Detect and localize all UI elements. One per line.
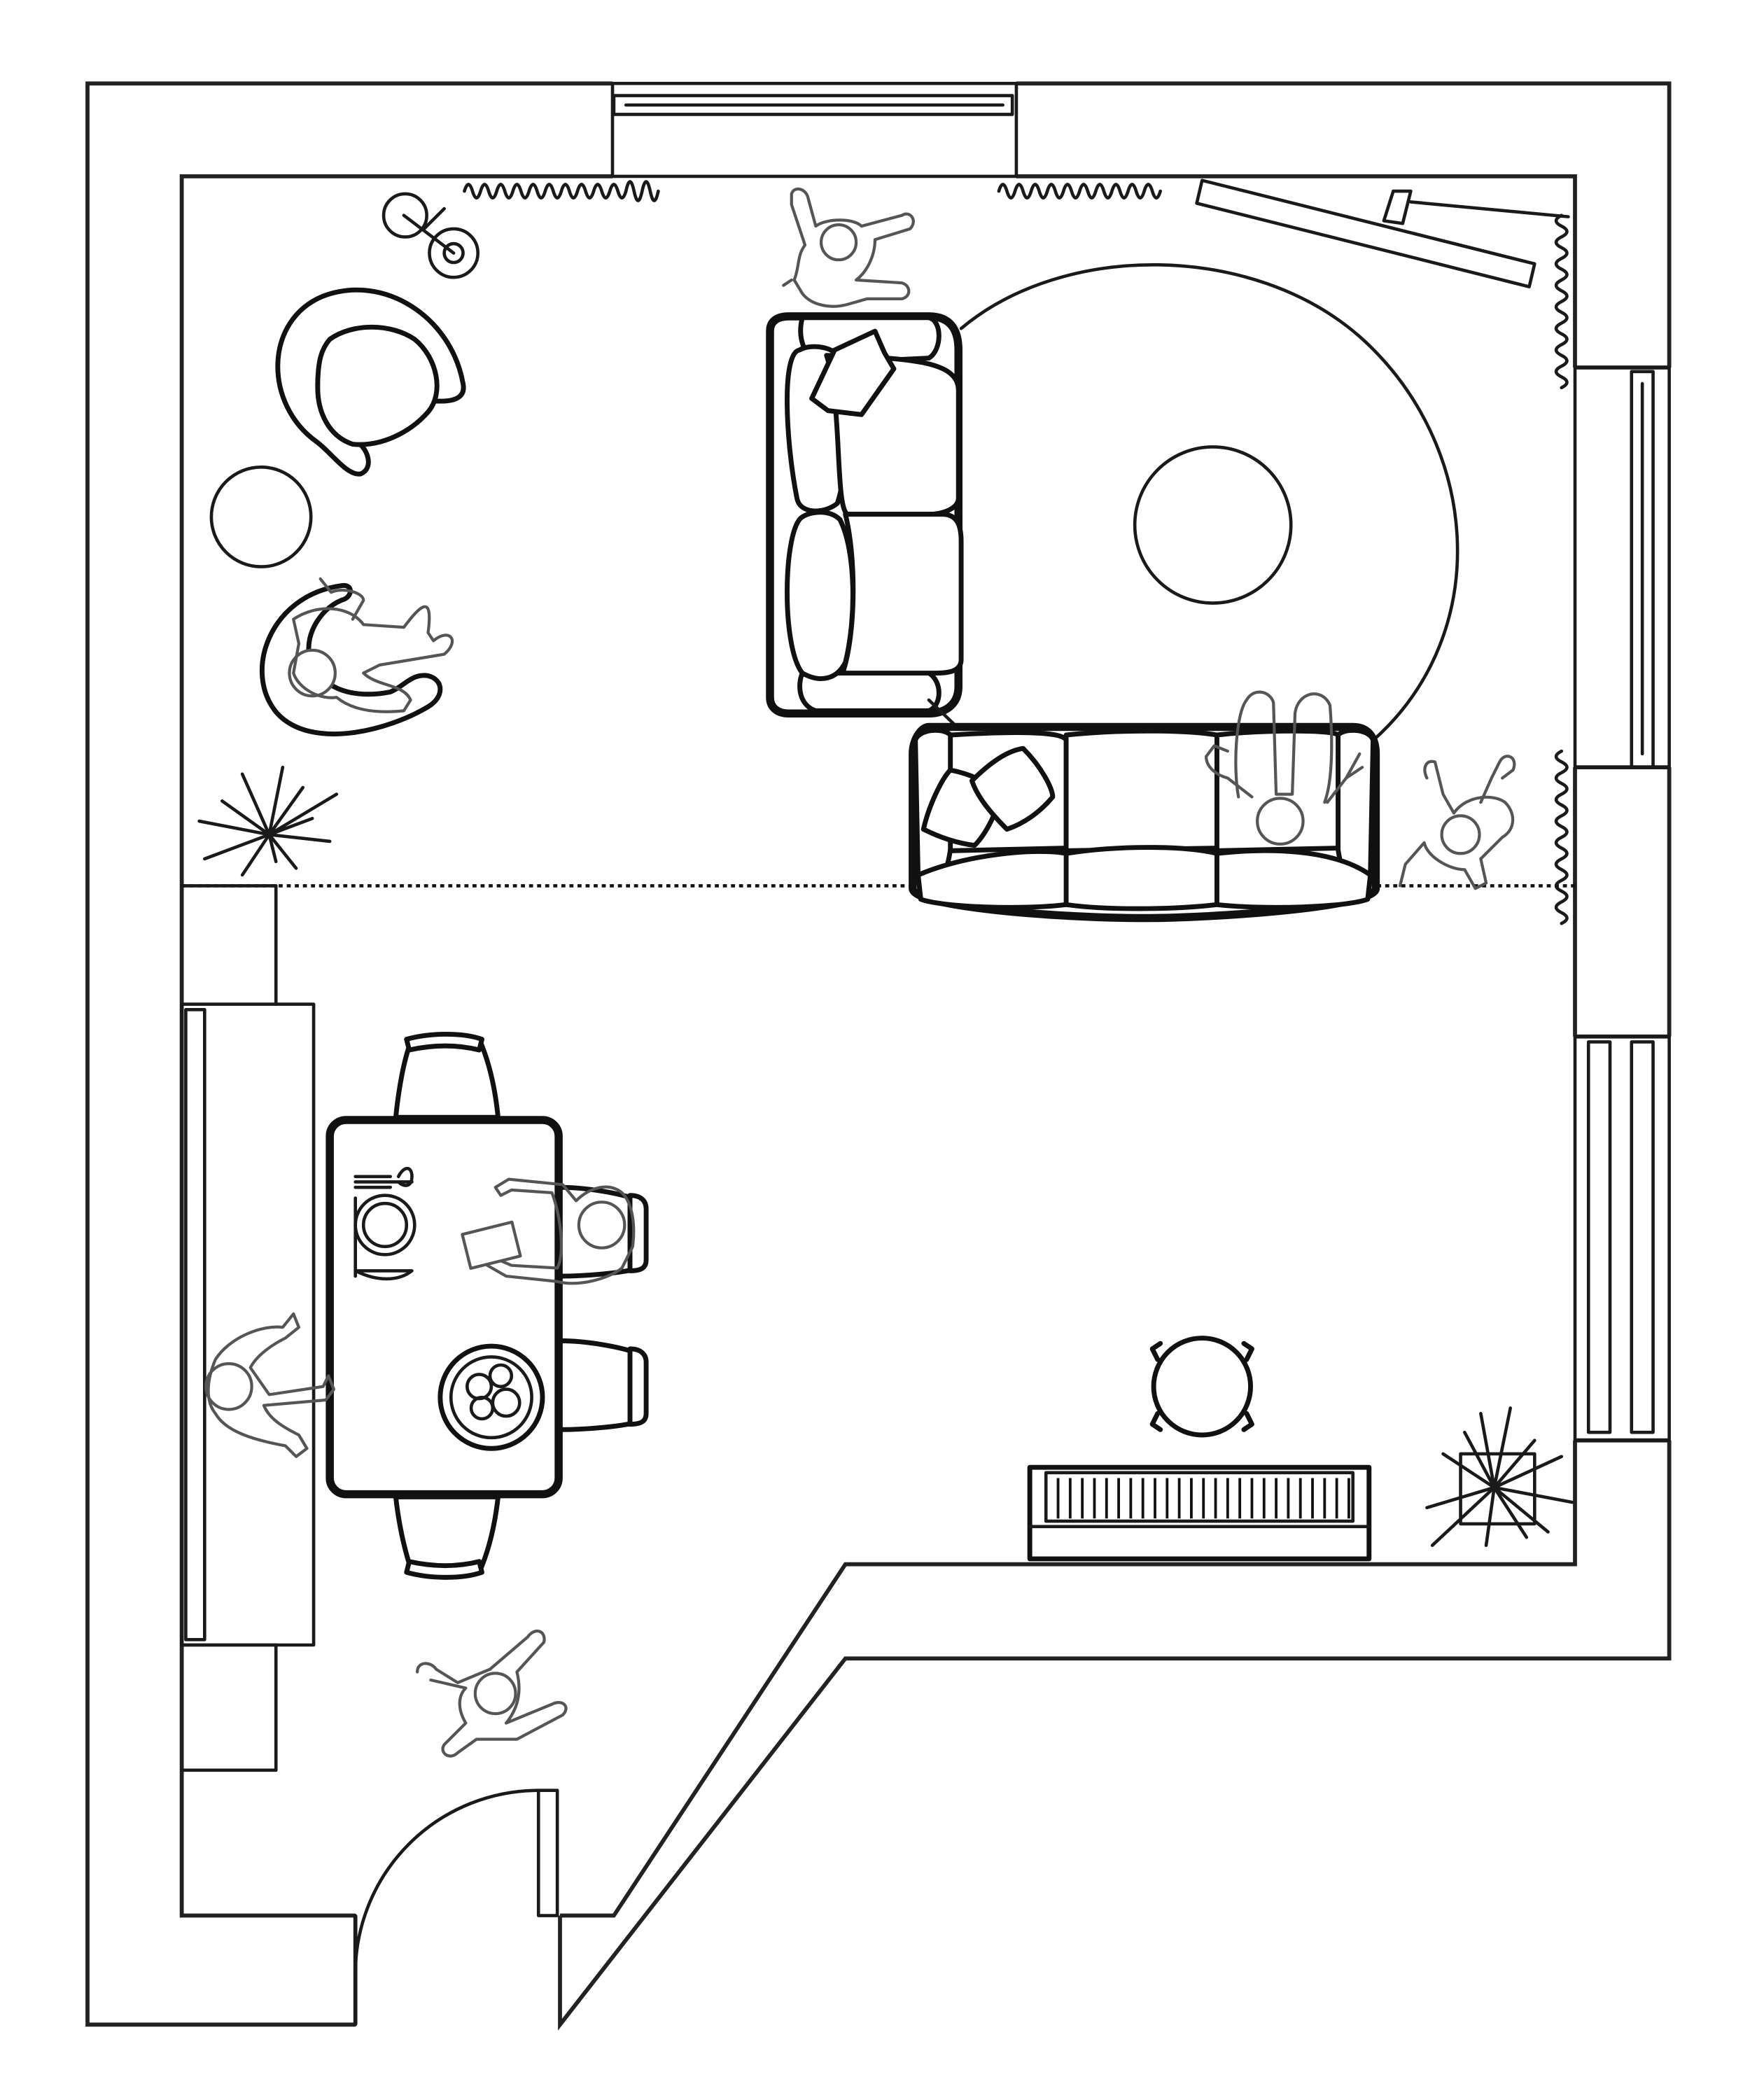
plant-icon xyxy=(197,765,339,877)
piano-stool-icon xyxy=(1149,1336,1254,1438)
person-icon xyxy=(782,187,915,308)
outer-wall-top-right xyxy=(1016,81,1672,368)
sofa-icon xyxy=(766,312,964,718)
person-icon xyxy=(461,1177,636,1285)
chair-icon xyxy=(393,1032,500,1120)
chair-icon xyxy=(557,1338,649,1432)
piano-icon xyxy=(1027,1464,1372,1562)
window-icon xyxy=(1573,365,1671,769)
person-icon xyxy=(1204,690,1364,846)
window-icon xyxy=(610,81,1018,178)
outer-wall xyxy=(85,81,612,2027)
chair-icon xyxy=(393,1494,500,1580)
door-icon xyxy=(354,1788,559,2026)
coffee-table xyxy=(1133,445,1293,605)
inner-wall-bottom-right xyxy=(560,1440,1577,1918)
inner-wall-top-right xyxy=(1016,174,1577,368)
window-icon xyxy=(1573,1035,1671,1442)
person-icon xyxy=(416,1629,568,1758)
person-icon xyxy=(1398,755,1516,890)
person-icon xyxy=(204,1312,336,1458)
armchair-icon xyxy=(275,287,466,477)
outer-wall-bottom-right xyxy=(558,1440,1672,2031)
curtain-icon xyxy=(463,180,1569,925)
stool-icon xyxy=(382,192,479,279)
plant-icon xyxy=(1425,1406,1574,1547)
serving-plate-icon xyxy=(438,1343,545,1451)
round-side-table xyxy=(209,465,313,568)
sideboard-icon xyxy=(180,884,316,1772)
wall-shelf-icon xyxy=(1195,178,1570,288)
rug-icon xyxy=(927,263,1460,742)
armchair-icon xyxy=(260,583,443,736)
sofa-icon xyxy=(909,722,1380,923)
person-icon xyxy=(288,577,454,713)
place-setting-icon xyxy=(354,1166,416,1281)
